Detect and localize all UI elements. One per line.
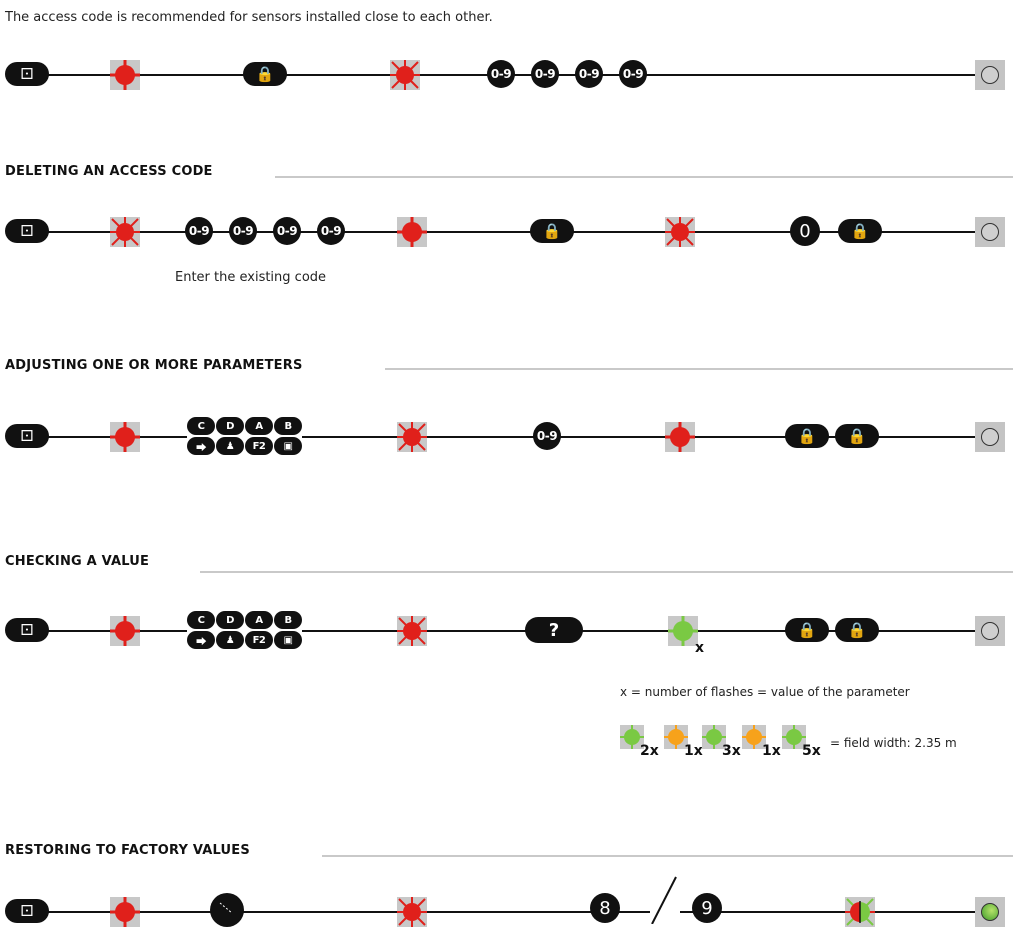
lock-button: 🔒 [785,424,829,448]
led-red-flashing [387,57,423,93]
unlock-button: ⚀ [5,899,49,923]
section-title: CHECKING A VALUE [5,554,150,569]
unlock-button: ⚀ [5,618,49,642]
led-red-steady [657,418,703,456]
sensor-end-icon [975,422,1005,452]
led-red-flashing [394,419,430,455]
led-red-steady [389,213,435,251]
lock-button: 🔒 [835,618,879,642]
flash-count: 5x [802,743,821,759]
connector-line [30,630,985,632]
person-icon: ♟ [216,437,244,455]
digit-button: 0-9 [185,217,213,245]
connector-line [30,231,985,233]
led-green [698,722,730,752]
param-button-b: B [274,611,302,629]
param-button-a: A [245,611,273,629]
digit-button: 0-9 [487,60,515,88]
led-red-flashing [107,214,143,250]
check-note: x = number of flashes = value of the par… [620,685,910,699]
section-divider [385,368,1013,370]
digit-button: 0-9 [229,217,257,245]
magnet-key-icon [210,893,244,927]
flash-count-label: x [695,640,705,656]
parameter-buttons: C D A B ⮕ ♟ F2 ▣ [187,611,302,649]
digit-button: 0-9 [531,60,559,88]
intro-text: The access code is recommended for senso… [5,10,493,25]
digit-button: 0-9 [273,217,301,245]
param-button-d: D [216,417,244,435]
led-red-flashing [662,214,698,250]
flash-count: 1x [762,743,781,759]
param-button-c: C [187,611,215,629]
zero-button: 0 [790,216,820,246]
usb-icon: ⮕ [187,631,215,649]
section-title: DELETING AN ACCESS CODE [5,164,213,179]
unlock-button: ⚀ [5,424,49,448]
lock-button: 🔒 [785,618,829,642]
led-red-flashing [394,894,430,930]
digit-button: 0-9 [619,60,647,88]
sensor-end-icon [975,616,1005,646]
led-orange [738,722,770,752]
led-red-steady [102,893,148,931]
led-green [662,612,704,650]
lock-button: 🔒 [835,424,879,448]
led-orange [660,722,692,752]
param-button-c: C [187,417,215,435]
lock-button: 🔒 [838,219,882,243]
param-button-f2: F2 [245,631,273,649]
digit-button: 0-9 [575,60,603,88]
led-red-steady [102,612,148,650]
param-button-a: A [245,417,273,435]
param-button-b: B [274,417,302,435]
digit-button: 0-9 [533,422,561,450]
led-red-green [842,897,878,927]
digit-button: 0-9 [317,217,345,245]
sensor-end-icon [975,60,1005,90]
person-icon: ♟ [216,631,244,649]
nine-button: 9 [692,893,722,923]
param-button-f2: F2 [245,437,273,455]
section-title: ADJUSTING ONE OR MORE PARAMETERS [5,358,303,373]
section-divider [322,855,1013,857]
led-red-flashing [394,613,430,649]
led-red-steady [102,418,148,456]
sensor-end-icon [975,897,1005,927]
flash-count: 1x [684,743,703,759]
connector-line [680,911,985,913]
led-green [616,722,648,752]
question-button: ? [525,617,583,643]
flash-count: 3x [722,743,741,759]
flash-count: 2x [640,743,659,759]
door-icon: ▣ [274,437,302,455]
lock-button: 🔒 [243,62,287,86]
unlock-button: ⚀ [5,219,49,243]
unlock-button: ⚀ [5,62,49,86]
or-slash [651,876,677,924]
section-divider [200,571,1013,573]
sensor-end-icon [975,217,1005,247]
section-divider [275,176,1013,178]
param-button-d: D [216,611,244,629]
parameter-buttons: C D A B ⮕ ♟ F2 ▣ [187,417,302,455]
connector-line [30,911,650,913]
usb-icon: ⮕ [187,437,215,455]
eight-button: 8 [590,893,620,923]
delete-note: Enter the existing code [175,270,327,285]
lock-button: 🔒 [530,219,574,243]
led-green [778,722,810,752]
door-icon: ▣ [274,631,302,649]
field-width-label: = field width: 2.35 m [830,736,957,750]
section-title: RESTORING TO FACTORY VALUES [5,843,250,858]
connector-line [30,436,985,438]
led-red-steady [102,56,148,94]
